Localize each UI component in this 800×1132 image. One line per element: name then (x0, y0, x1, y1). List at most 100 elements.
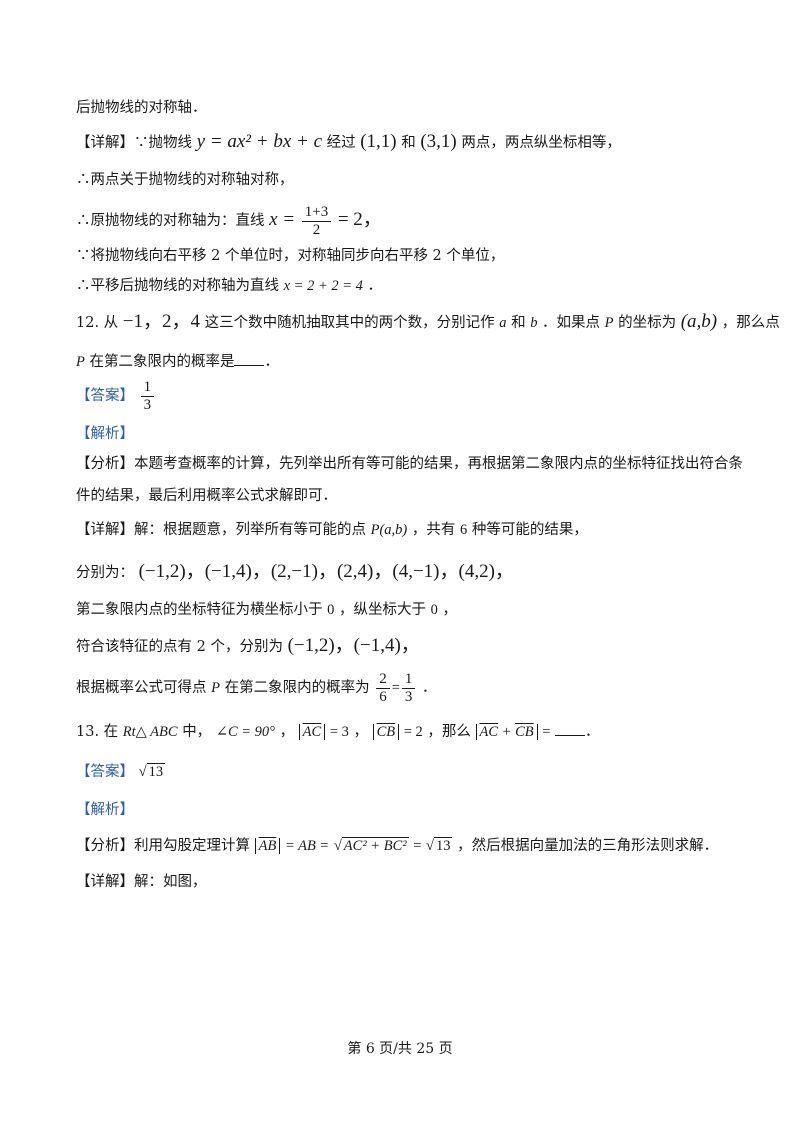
analysis-label: 【分析】 (76, 838, 134, 854)
text: ， (353, 724, 368, 740)
text: ． (264, 354, 279, 370)
sqrt: √AC² + BC² (333, 837, 409, 854)
text: 的坐标为 (618, 315, 677, 331)
denominator: 3 (404, 688, 413, 705)
var-p: P (211, 680, 220, 696)
equals: = (413, 838, 422, 854)
var-p: P (604, 315, 614, 331)
fraction: 1+3 2 (301, 204, 332, 239)
vector-ab: AB (258, 838, 277, 854)
vector-ac-magnitude: AC (298, 724, 326, 740)
outcome-list: (−1,2)，(−1,4)，(2,−1)，(2,4)，(4,−1)，(4,2)， (138, 561, 514, 582)
text: 和 (511, 315, 526, 331)
text: 后抛物线的对称轴． (76, 100, 207, 116)
text: 本题考查概率的计算，先列举出所有等可能的结果，再根据第二象限内点的坐标特征找出符… (134, 456, 743, 472)
denominator: 6 (379, 688, 387, 705)
question-12: 12. 从 −1，2，4 这三个数中随机抽取其中的两个数，分别记作 a 和 b … (76, 312, 780, 333)
text: ∴原抛物线的对称轴为：直线 (76, 213, 265, 229)
coord: (a,b) (680, 311, 718, 332)
vector-ac: AC (479, 724, 499, 740)
vector-cb-magnitude: CB (372, 724, 400, 740)
analysis-12: 【分析】本题考查概率的计算，先列举出所有等可能的结果，再根据第二象限内点的坐标特… (76, 454, 743, 474)
point: P(a,b) (370, 522, 408, 538)
text-line: ∴平移后抛物线的对称轴为直线 x = 2 + 2 = 4 ． (76, 276, 382, 296)
vector-ac: AC (302, 724, 322, 740)
answer-fraction: 1 3 (140, 379, 155, 414)
point-1: (1,1) (360, 131, 397, 152)
fitting-points: (−1,2)，(−1,4)， (287, 635, 420, 656)
text: 根据概率公式可得点 (76, 680, 207, 696)
numbers: −1，2，4 (122, 311, 200, 332)
fraction: 2 6 (376, 671, 390, 706)
text: ∴平移后抛物线的对称轴为直线 (76, 278, 279, 294)
analysis-label: 【分析】 (76, 456, 134, 472)
text: 分别为： (76, 565, 134, 581)
answer-blank (555, 723, 586, 736)
parabola-equation: y = ax² + bx + c (196, 131, 323, 152)
question-number: 12. 从 (76, 315, 119, 331)
text: ． (367, 278, 383, 294)
detail-12-prob: 根据概率公式可得点 P 在第二象限内的概率为 2 6 = 1 3 ． (76, 668, 436, 708)
sqrt: √13 (138, 763, 166, 780)
detail-13: 【详解】解：如图， (76, 872, 207, 892)
denominator: 3 (143, 396, 152, 413)
radicand: 13 (433, 837, 453, 854)
text-line: 后抛物线的对称轴． (76, 98, 207, 118)
text: 这三个数中随机抽取其中的两个数，分别记作 (204, 315, 495, 331)
question-12-line2: P 在第二象限内的概率是． (76, 352, 279, 372)
text: 件的结果，最后利用概率公式求解即可． (76, 488, 337, 504)
numerator: 1 (401, 671, 416, 689)
text: 种等可能的结果， (471, 522, 588, 538)
text: 符合该特征的点有 2 个，分别为 (76, 639, 283, 655)
vector-ab-magnitude: AB (254, 838, 281, 854)
answer-blank (234, 353, 265, 366)
answer-tag: 【答案】 (76, 764, 134, 780)
detail-12-fit: 符合该特征的点有 2 个，分别为 (−1,2)，(−1,4)， (76, 636, 420, 657)
sqrt: √13 (426, 837, 453, 854)
axis-equation: x = 2 + 2 = 4 (283, 278, 363, 294)
detail-12-list: 分别为： (−1,2)，(−1,4)，(2,−1)，(2,4)，(4,−1)，(… (76, 562, 514, 583)
text: ∵将抛物线向右平移 2 个单位时，对称轴同步向右平移 2 个单位， (76, 248, 505, 264)
axis-x: x = (269, 209, 296, 230)
vector-cb: CB (515, 724, 534, 740)
plus: + (498, 724, 516, 740)
value: = 3 (329, 724, 349, 740)
text: ，那么 (427, 724, 471, 740)
analysis-tag: 【解析】 (76, 426, 134, 442)
vector-cb: CB (376, 724, 396, 740)
text: 中， (182, 724, 212, 740)
text: ，然后根据向量加法的三角形法则求解． (457, 838, 719, 854)
triangle: Rt△ ABC (122, 724, 178, 740)
zero: 0 (327, 602, 335, 618)
text-line: ∴两点关于抛物线的对称轴对称， (76, 170, 294, 190)
text: 在第二象限内的概率是 (89, 354, 235, 370)
count: 6 (459, 522, 468, 538)
question-number: 13. 在 (76, 724, 119, 740)
numerator: 1+3 (301, 204, 332, 222)
detail-tag: 【详解】 (76, 135, 134, 151)
angle: ∠C = 90° (215, 724, 275, 740)
var-a: a (499, 315, 507, 331)
answer-tag: 【答案】 (76, 388, 134, 404)
text-line: ∵将抛物线向右平移 2 个单位时，对称轴同步向右平移 2 个单位， (76, 246, 504, 266)
numerator: 1 (140, 379, 155, 397)
detail-12: 【详解】解：根据题意，列举所有等可能的点 P(a,b) ，共有 6 种等可能的结… (76, 520, 588, 540)
text: ．如果点 (542, 315, 601, 331)
text: 利用勾股定理计算 (134, 838, 250, 854)
analysis-tag: 【解析】 (76, 802, 134, 818)
text: 经过 (326, 135, 356, 151)
radicand: AC² + BC² (341, 837, 409, 854)
point-2: (3,1) (420, 131, 457, 152)
text: = 2， (337, 209, 382, 230)
analysis-12-line2: 件的结果，最后利用概率公式求解即可． (76, 486, 337, 506)
page-footer: 第 6 页/共 25 页 (347, 1041, 453, 1057)
text: ∵抛物线 (134, 135, 192, 151)
text: ， (442, 602, 457, 618)
text-line: 【详解】∵抛物线 y = ax² + bx + c 经过 (1,1) 和 (3,… (76, 132, 621, 153)
text: 第二象限内点的坐标特征为横坐标小于 (76, 602, 323, 618)
text: ∴两点关于抛物线的对称轴对称， (76, 172, 294, 188)
detail-tag: 【详解】 (76, 522, 134, 538)
equals: = (542, 724, 551, 740)
text: 解：如图， (134, 874, 207, 890)
zero: 0 (430, 602, 438, 618)
